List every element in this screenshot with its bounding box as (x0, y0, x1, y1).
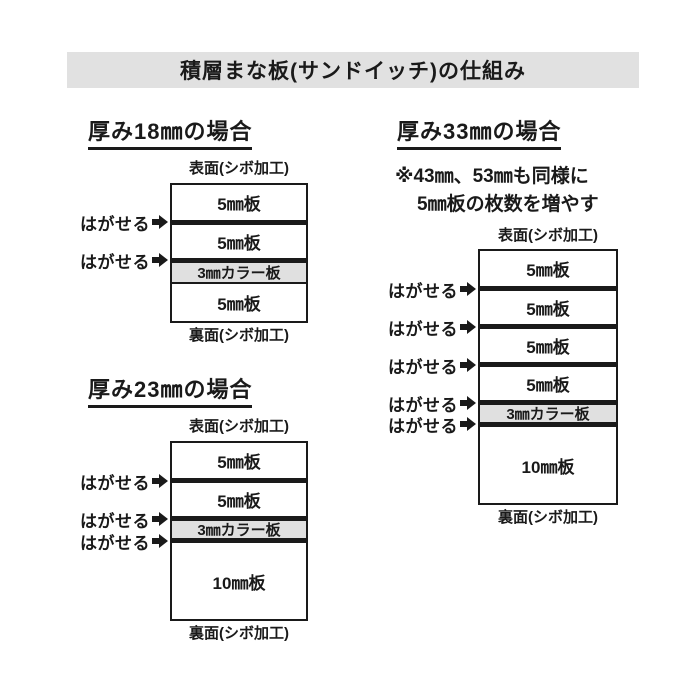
peel-divider (480, 422, 616, 427)
layer-5mm: 5㎜板 (172, 225, 306, 258)
peel-divider (172, 220, 306, 225)
peel-arrow-icon (152, 474, 168, 488)
layer-10mm: 10㎜板 (172, 543, 306, 619)
layer-5mm: 5㎜板 (480, 251, 616, 286)
layer-5mm: 5㎜板 (172, 443, 306, 478)
peel-label: はがせる (58, 508, 168, 531)
layer-5mm: 5㎜板 (172, 483, 306, 516)
peel-divider (172, 258, 306, 263)
peel-arrow-icon (152, 512, 168, 526)
peel-label: はがせる (58, 211, 168, 234)
layer-10mm: 10㎜板 (480, 427, 616, 503)
peel-arrow-icon (152, 215, 168, 229)
peel-divider (172, 478, 306, 483)
board-diagram-33mm: 5㎜板 5㎜板 5㎜板 5㎜板 3㎜カラー板 10㎜板 (478, 249, 618, 505)
peel-label: はがせる (366, 278, 476, 301)
back-surface-label-33mm: 裏面(シボ加工) (498, 509, 598, 526)
peel-divider (480, 324, 616, 329)
peel-arrow-icon (460, 358, 476, 372)
peel-divider (480, 400, 616, 405)
peel-divider (172, 538, 306, 543)
peel-label: はがせる (366, 413, 476, 436)
section-heading-33mm: 厚み33㎜の場合 (397, 120, 562, 150)
front-surface-label-23mm: 表面(シボ加工) (189, 418, 289, 435)
peel-label: はがせる (58, 249, 168, 272)
peel-label: はがせる (58, 470, 168, 493)
board-diagram-23mm: 5㎜板 5㎜板 3㎜カラー板 10㎜板 (170, 441, 308, 621)
peel-label: はがせる (366, 316, 476, 339)
bond-divider (172, 282, 306, 284)
note-33mm: ※43㎜、53㎜も同様に 5㎜板の枚数を増やす (395, 166, 599, 215)
layer-5mm: 5㎜板 (172, 284, 306, 321)
title-bar: 積層まな板(サンドイッチ)の仕組み (67, 52, 639, 88)
peel-label: はがせる (366, 354, 476, 377)
board-diagram-18mm: 5㎜板 5㎜板 3㎜カラー板 5㎜板 (170, 183, 308, 323)
peel-arrow-icon (460, 282, 476, 296)
peel-arrow-icon (460, 320, 476, 334)
layer-5mm: 5㎜板 (480, 291, 616, 324)
section-heading-18mm: 厚み18㎜の場合 (88, 120, 253, 150)
peel-label: はがせる (366, 392, 476, 415)
peel-divider (480, 362, 616, 367)
page-title: 積層まな板(サンドイッチ)の仕組み (180, 60, 526, 83)
layer-3mm-color: 3㎜カラー板 (172, 263, 306, 282)
peel-arrow-icon (152, 253, 168, 267)
peel-divider (172, 516, 306, 521)
front-surface-label-33mm: 表面(シボ加工) (498, 227, 598, 244)
peel-arrow-icon (460, 417, 476, 431)
section-heading-23mm: 厚み23㎜の場合 (88, 378, 253, 408)
layer-5mm: 5㎜板 (172, 185, 306, 220)
peel-divider (480, 286, 616, 291)
peel-label: はがせる (58, 530, 168, 553)
layer-3mm-color: 3㎜カラー板 (172, 521, 306, 539)
back-surface-label-23mm: 裏面(シボ加工) (189, 625, 289, 642)
layer-5mm: 5㎜板 (480, 329, 616, 362)
front-surface-label-18mm: 表面(シボ加工) (189, 160, 289, 177)
peel-arrow-icon (152, 534, 168, 548)
layer-5mm: 5㎜板 (480, 367, 616, 400)
back-surface-label-18mm: 裏面(シボ加工) (189, 327, 289, 344)
layer-3mm-color: 3㎜カラー板 (480, 405, 616, 423)
peel-arrow-icon (460, 396, 476, 410)
